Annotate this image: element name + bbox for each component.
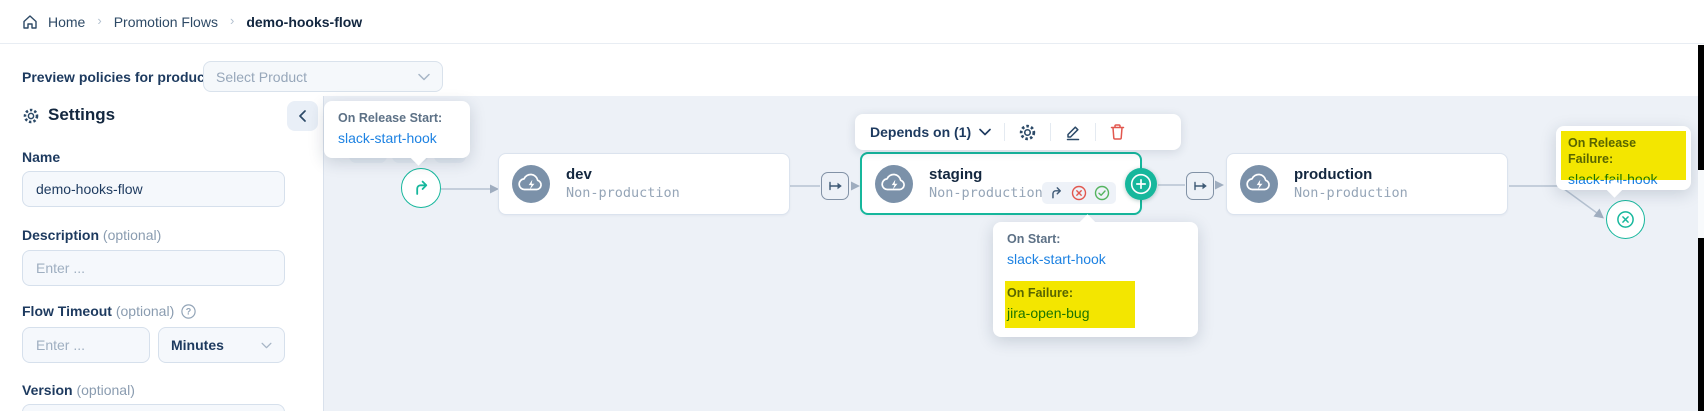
preview-policies-label: Preview policies for product: <box>22 69 215 85</box>
node-title: staging <box>929 165 983 183</box>
divider <box>1095 123 1097 141</box>
settings-gear-icon <box>22 107 40 125</box>
environment-cloud-icon <box>512 165 550 203</box>
product-select[interactable]: Select Product <box>203 61 443 92</box>
node-title: production <box>1294 166 1373 183</box>
release-failure-label: On Release Failure: <box>1568 136 1637 166</box>
environment-cloud-icon <box>875 164 913 203</box>
help-icon[interactable]: ? <box>181 303 196 319</box>
version-label: Version (optional) <box>22 382 135 398</box>
arrow-connector-icon <box>829 181 842 191</box>
on-failure-label: On Failure: <box>1007 286 1073 300</box>
settings-title: Settings <box>48 105 116 124</box>
promotion-policy-connector[interactable] <box>821 172 849 200</box>
on-start-hook-link[interactable]: slack-start-hook <box>1007 251 1106 267</box>
depends-on-dropdown[interactable]: Depends on (1) <box>870 124 972 140</box>
node-settings-gear-icon[interactable] <box>1018 123 1037 142</box>
turn-right-arrow-icon <box>416 180 428 195</box>
env-node-dev[interactable]: dev Non-production <box>498 153 790 215</box>
description-input[interactable] <box>22 250 285 286</box>
release-start-tooltip: On Release Start: slack-start-hook <box>324 101 470 166</box>
on-failure-hook-icon[interactable] <box>1071 185 1087 201</box>
home-icon[interactable] <box>22 14 38 30</box>
flow-timeout-label: Flow Timeout (optional) ? <box>22 303 196 319</box>
flow-failure-end-node[interactable] <box>1606 200 1645 239</box>
svg-text:?: ? <box>186 306 192 316</box>
release-start-hook-link[interactable]: slack-start-hook <box>338 130 437 146</box>
description-label: Description (optional) <box>22 227 162 243</box>
name-label: Name <box>22 149 61 165</box>
arrow-connector-icon <box>1194 181 1207 191</box>
window-edge <box>1698 170 1704 238</box>
breadcrumb-current: demo-hooks-flow <box>246 13 363 30</box>
delete-trash-icon[interactable] <box>1109 123 1126 141</box>
chevron-down-icon <box>418 73 430 80</box>
hook-status-icons <box>1042 182 1116 204</box>
env-node-production[interactable]: production Non-production <box>1226 153 1508 215</box>
promotion-policy-connector[interactable] <box>1186 172 1214 200</box>
product-select-value: Select Product <box>216 68 308 85</box>
release-failure-tooltip: On Release Failure: slack-fail-hook <box>1556 126 1691 198</box>
node-type: Non-production <box>1294 185 1408 201</box>
plus-icon <box>1130 173 1152 195</box>
divider <box>1050 123 1052 141</box>
collapse-panel-button[interactable] <box>287 101 318 131</box>
node-type: Non-production <box>566 185 680 201</box>
breadcrumb-promotion-flows[interactable]: Promotion Flows <box>113 13 218 30</box>
flow-timeout-input[interactable] <box>22 327 150 363</box>
on-failure-hook-link[interactable]: jira-open-bug <box>1007 305 1090 321</box>
release-failure-hook-link[interactable]: slack-fail-hook <box>1568 171 1658 187</box>
breadcrumb-home[interactable]: Home <box>48 13 86 30</box>
chevron-left-icon <box>299 110 306 122</box>
add-environment-button[interactable] <box>1125 168 1157 200</box>
env-node-staging[interactable]: staging Non-production <box>860 152 1142 215</box>
divider <box>1004 123 1006 141</box>
edit-pencil-icon[interactable] <box>1064 123 1082 141</box>
node-toolbar: Depends on (1) <box>855 114 1181 150</box>
timeout-unit-value: Minutes <box>171 337 224 353</box>
on-success-hook-icon[interactable] <box>1094 185 1110 201</box>
flow-start-node[interactable] <box>401 168 441 208</box>
breadcrumb: Home › Promotion Flows › demo-hooks-flow <box>0 0 1704 44</box>
staging-hooks-tooltip: On Start: slack-start-hook On Failure: j… <box>993 214 1198 337</box>
timeout-unit-select[interactable]: Minutes <box>158 327 285 363</box>
on-start-label: On Start: <box>1007 232 1061 246</box>
environment-cloud-icon <box>1240 165 1278 203</box>
release-start-label: On Release Start: <box>338 111 443 125</box>
node-title: dev <box>566 166 592 183</box>
chevron-right-icon: › <box>97 13 102 28</box>
name-input[interactable] <box>22 171 285 207</box>
on-start-hook-icon[interactable] <box>1048 185 1064 201</box>
circle-x-icon <box>1617 211 1634 228</box>
chevron-down-icon[interactable] <box>979 128 991 136</box>
chevron-right-icon: › <box>229 13 235 28</box>
node-type: Non-production <box>929 184 1043 201</box>
chevron-down-icon <box>261 342 272 348</box>
